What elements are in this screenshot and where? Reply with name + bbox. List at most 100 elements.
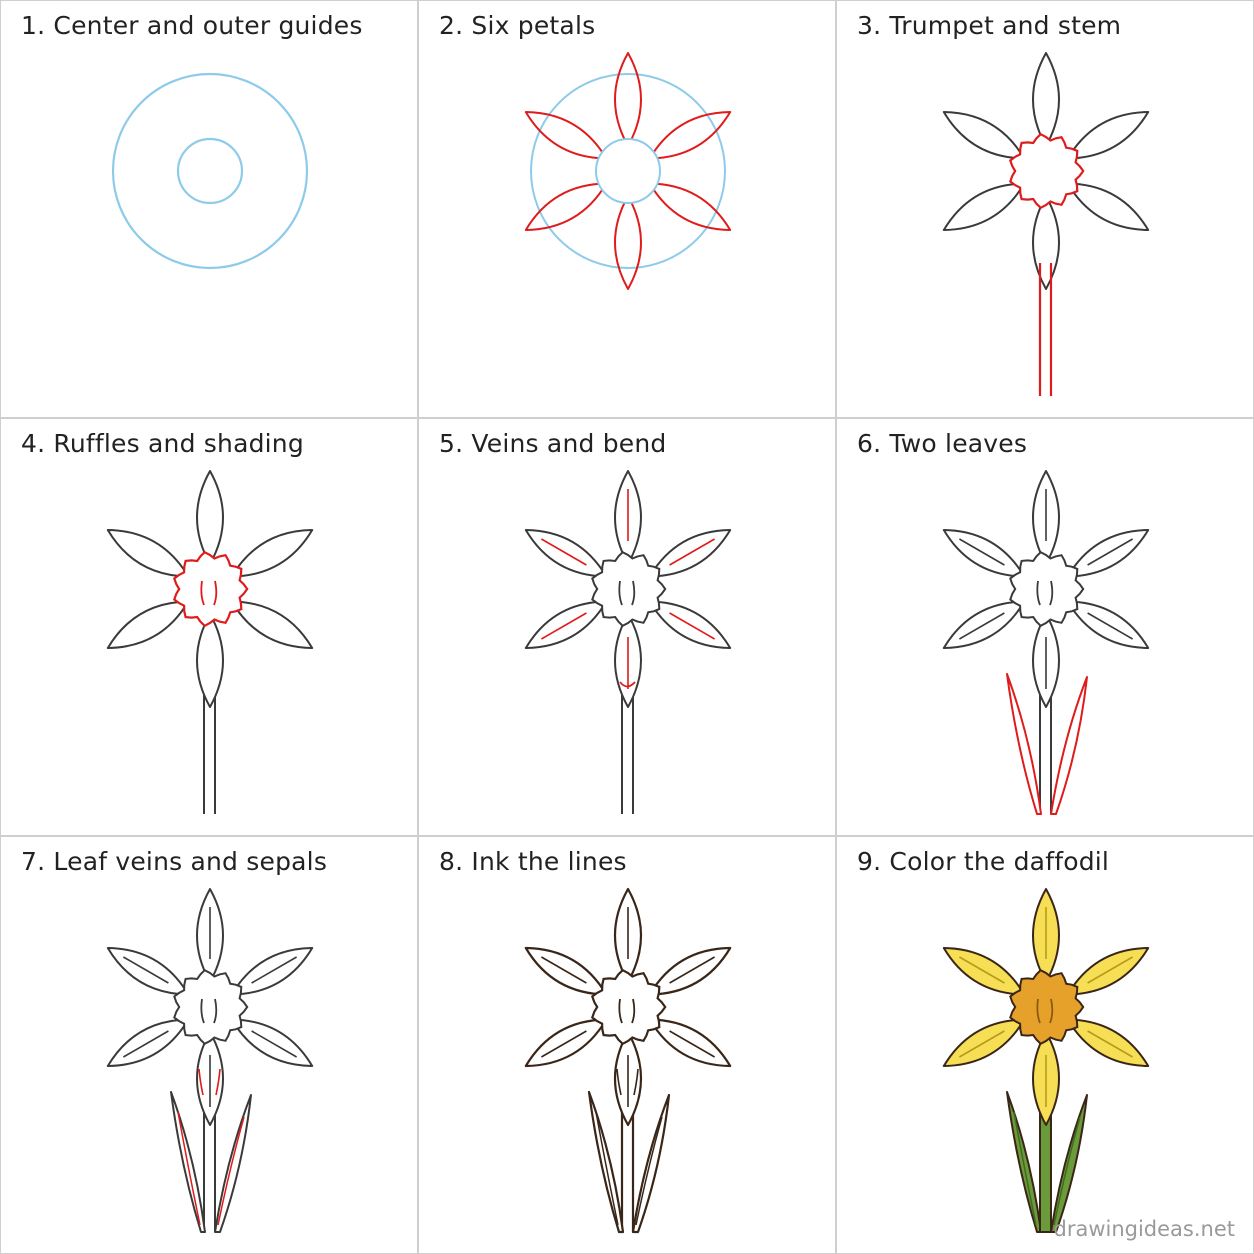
center-guide-circle	[176, 137, 244, 205]
step-panel-4: 4. Ruffles and shading	[0, 418, 418, 836]
petal-1	[614, 52, 642, 147]
petal-vein-2	[1087, 956, 1134, 984]
petal-3	[230, 600, 314, 649]
step-5-drawing	[524, 470, 732, 814]
trumpet-ruffle	[590, 968, 667, 1046]
step-3-drawing	[942, 52, 1150, 396]
step-title-3: 3. Trumpet and stem	[857, 11, 1122, 40]
leaf-vein-left	[595, 1111, 619, 1226]
leaf-vein-left	[177, 1111, 201, 1226]
petal-6	[524, 111, 608, 160]
stem-bend	[619, 681, 636, 688]
step-title-5: 5. Veins and bend	[439, 429, 667, 458]
step-title-6: 6. Two leaves	[857, 429, 1028, 458]
petal-4	[1032, 195, 1060, 290]
step-title-2: 2. Six petals	[439, 11, 596, 40]
leaf-right	[1050, 676, 1088, 815]
petal-1	[1032, 52, 1060, 147]
petal-6	[106, 529, 190, 578]
step-panel-5: 5. Veins and bend	[418, 418, 836, 836]
step-panel-7: 7. Leaf veins and sepals	[0, 836, 418, 1254]
petal-2	[648, 111, 732, 160]
step-title-7: 7. Leaf veins and sepals	[21, 847, 328, 876]
petal-vein-5	[540, 612, 587, 640]
petal-vein-6	[540, 956, 587, 984]
trumpet-shade-left	[200, 580, 205, 606]
trumpet-shade-right	[213, 998, 218, 1024]
petal-vein-2	[1087, 538, 1134, 566]
petal-vein-2	[669, 956, 716, 984]
petal-vein-3	[1087, 612, 1134, 640]
trumpet-shade-left	[1036, 998, 1041, 1024]
petal-vein-3	[669, 1030, 716, 1058]
petal-vein-6	[540, 538, 587, 566]
step-4-drawing	[106, 470, 314, 814]
trumpet-shade-right	[631, 580, 636, 606]
step-8-drawing	[524, 887, 732, 1234]
petal-vein-5	[122, 1030, 169, 1058]
trumpet-shade-left	[618, 580, 623, 606]
trumpet-shade-left	[618, 998, 623, 1024]
center-guide-circle	[595, 138, 661, 204]
petal-vein-6	[958, 956, 1005, 984]
leaf-vein-right	[1053, 1116, 1081, 1226]
step-panel-6: 6. Two leaves	[836, 418, 1254, 836]
step-9-drawing	[942, 888, 1150, 1233]
petal-vein-5	[540, 1030, 587, 1058]
petal-vein-6	[122, 956, 169, 984]
trumpet-ruffle	[591, 550, 667, 628]
step-panel-9: 9. Color the daffodil drawingideas.net	[836, 836, 1254, 1254]
petal-6	[942, 111, 1026, 160]
petal-3	[648, 182, 732, 231]
trumpet-ruffle	[173, 968, 249, 1046]
petal-5	[106, 600, 190, 649]
petal-3	[1066, 182, 1150, 231]
step-title-8: 8. Ink the lines	[439, 847, 627, 876]
petal-2	[230, 529, 314, 578]
trumpet-shade-right	[631, 998, 636, 1024]
petal-vein-2	[669, 538, 716, 566]
step-7-drawing	[106, 888, 314, 1233]
petal-2	[1066, 111, 1150, 160]
petal-5	[942, 182, 1026, 231]
trumpet-ruffle	[1009, 550, 1085, 628]
sepal-right	[633, 1068, 639, 1096]
watermark: drawingideas.net	[1053, 1217, 1235, 1241]
sepal-right	[215, 1068, 221, 1096]
step-panel-3: 3. Trumpet and stem	[836, 0, 1254, 418]
trumpet-shade-left	[1036, 580, 1041, 606]
leaf-vein-left	[1013, 1111, 1037, 1226]
step-title-9: 9. Color the daffodil	[857, 847, 1110, 876]
trumpet-ruffle	[172, 550, 249, 628]
trumpet-ruffle	[1009, 968, 1085, 1046]
step-panel-2: 2. Six petals	[418, 0, 836, 418]
petal-vein-5	[958, 612, 1005, 640]
leaf-vein-right	[635, 1116, 663, 1226]
petal-1	[196, 470, 224, 565]
petal-vein-3	[251, 1030, 298, 1058]
step-title-1: 1. Center and outer guides	[21, 11, 363, 40]
petal-4	[614, 195, 642, 290]
petal-4	[196, 613, 224, 708]
petal-vein-3	[669, 612, 716, 640]
step-panel-1: 1. Center and outer guides	[0, 0, 418, 418]
leaf-vein-right	[217, 1116, 245, 1226]
step-panel-8: 8. Ink the lines	[418, 836, 836, 1254]
petal-vein-6	[958, 538, 1005, 566]
step-6-drawing	[942, 470, 1150, 815]
outer-guide-circle	[530, 73, 726, 269]
trumpet-shade-left	[200, 998, 205, 1024]
trumpet-shade-right	[1049, 998, 1054, 1024]
petal-5	[524, 182, 608, 231]
petal-vein-5	[958, 1030, 1005, 1058]
sepal-left	[616, 1068, 622, 1096]
sepal-left	[198, 1068, 204, 1096]
leaf-left	[1006, 673, 1042, 815]
petal-vein-2	[251, 956, 298, 984]
petal-vein-3	[1087, 1030, 1134, 1058]
outer-guide-circle	[111, 72, 309, 270]
step-1-drawing	[111, 72, 309, 270]
trumpet-shade-right	[1049, 580, 1054, 606]
step-title-4: 4. Ruffles and shading	[21, 429, 304, 458]
